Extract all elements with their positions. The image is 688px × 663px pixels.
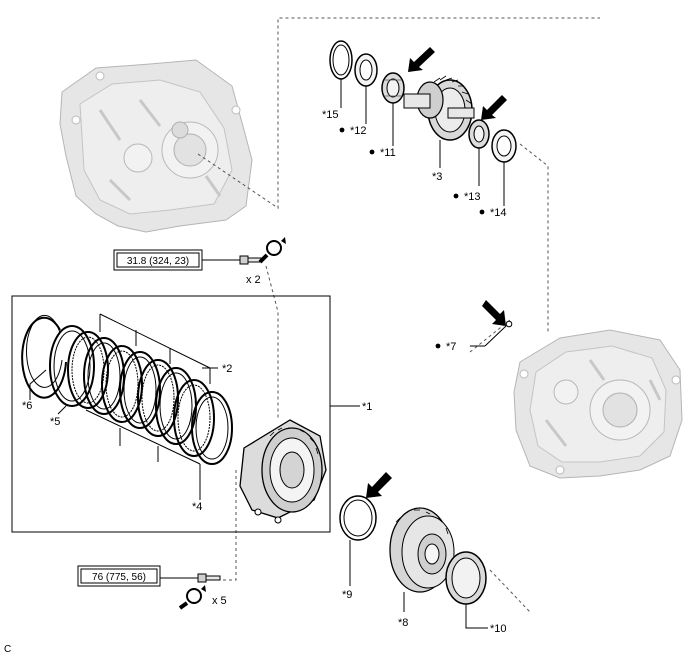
torque-wrench-icon xyxy=(258,237,286,264)
torque-spec-lower: 76 (775, 56) xyxy=(77,565,161,587)
bearing-race-14 xyxy=(491,129,517,163)
transmission-case-left xyxy=(59,59,253,233)
callout-1: *1 xyxy=(362,401,372,413)
torque-spec-upper: 31.8 (324, 23) xyxy=(113,249,203,271)
callout-10: *10 xyxy=(490,623,507,635)
corner-letter: C xyxy=(4,644,11,655)
callout-13: *13 xyxy=(464,191,481,203)
clutch-drum-1 xyxy=(239,419,327,524)
bearing-11 xyxy=(381,72,405,104)
gear-shaft-3 xyxy=(403,75,475,141)
snap-ring-15 xyxy=(329,40,353,80)
transmission-housing-right xyxy=(513,329,683,479)
callout-7: *7 xyxy=(446,341,456,353)
callout-8: *8 xyxy=(398,617,408,629)
non-reusable-dot-icon xyxy=(339,127,485,349)
bearing-race-12 xyxy=(354,53,378,87)
callout-3: *3 xyxy=(432,171,442,183)
differential-gear-8 xyxy=(389,507,455,612)
install-direction-arrow-icon xyxy=(481,95,507,120)
callout-5: *5 xyxy=(50,416,60,428)
flange-5 xyxy=(49,325,95,407)
bearing-13 xyxy=(468,119,490,149)
callout-leaders xyxy=(29,79,505,579)
torque-value-upper: 31.8 (324, 23) xyxy=(127,256,189,267)
quantity-upper: x 2 xyxy=(246,274,261,286)
callout-6: *6 xyxy=(22,400,32,412)
torque-wrench-icon xyxy=(178,585,206,610)
install-direction-arrow-icon xyxy=(482,300,506,326)
install-direction-arrow-icon xyxy=(408,47,435,72)
bolt-upper xyxy=(239,255,263,265)
snap-ring-6 xyxy=(21,314,67,399)
callout-12: *12 xyxy=(350,125,367,137)
install-direction-arrow-icon xyxy=(366,472,392,498)
clutch-plates-2 xyxy=(67,331,233,465)
torque-value-lower: 76 (775, 56) xyxy=(92,572,146,583)
callout-15: *15 xyxy=(322,109,339,121)
callout-4: *4 xyxy=(192,501,202,513)
bolt-lower xyxy=(197,573,221,583)
quantity-lower: x 5 xyxy=(212,595,227,607)
ring-gear-10 xyxy=(445,551,488,629)
snap-ring-9 xyxy=(339,495,377,586)
callout-11: *11 xyxy=(380,147,396,159)
callout-14: *14 xyxy=(490,207,507,219)
callout-9: *9 xyxy=(342,589,352,601)
o-ring-7 xyxy=(470,320,513,347)
callout-2: *2 xyxy=(222,363,232,375)
clutch-group-frame xyxy=(11,295,331,533)
